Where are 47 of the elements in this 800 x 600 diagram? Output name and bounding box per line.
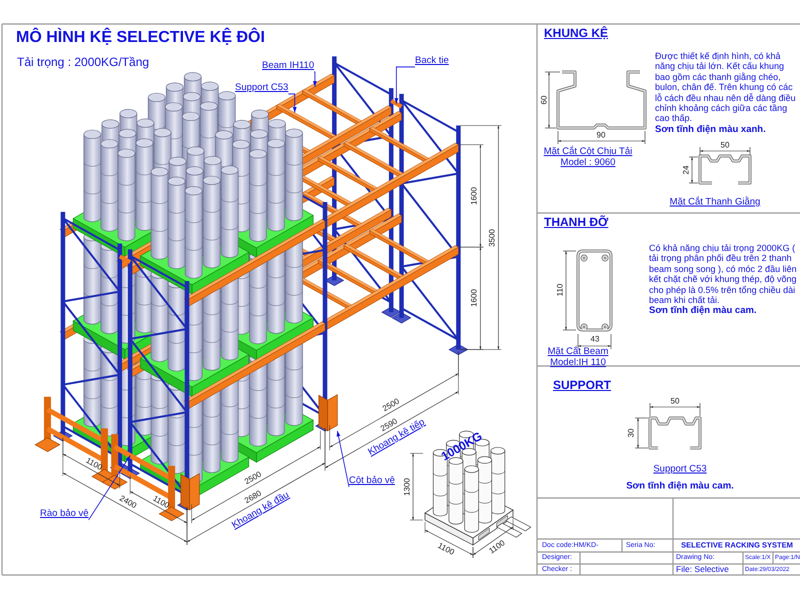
dimension-value: 1600 [470, 289, 479, 308]
callout-label: Back tie [415, 56, 449, 67]
title: MÔ HÌNH KỆ SELECTIVE KỆ ĐÔI [16, 29, 265, 48]
callout-label: Beam IH110 [262, 61, 314, 72]
dimension-value: 2500 [243, 470, 264, 487]
dimension-value: 50 [720, 140, 730, 150]
column-guard [318, 394, 338, 432]
profile-caption: Mặt Cắt Beam Model:IH 110 [546, 347, 610, 369]
description-text: Được thiết kế định hình, có khả năng chịu tải lớn. Kết cấu khung bao gồm các thanh giằng chéo, bulon, chân đế. Trên khung có các lỗ cách đều nhau nên dễ dàng điều chỉnh khoảng cách giữa các tầng cao thấp. [655, 51, 797, 124]
section-heading: KHUNG KỆ [544, 27, 608, 41]
paint-note: Sơn tĩnh điện màu cam. [649, 306, 757, 317]
dimension-value: 1100 [436, 540, 456, 557]
dimension-value: 3500 [488, 228, 497, 246]
dimension-value: 50 [670, 396, 680, 406]
dimension-value: 2400 [118, 494, 138, 511]
section-heading: SUPPORT [553, 379, 612, 393]
dimension-value: 2680 [243, 488, 263, 506]
title-block-text: File: Selective [676, 565, 729, 575]
description-text: Có khả năng chịu tải trọng 2000KG ( tải trọng phân phối đều trên 2 thanh beam song song ), có móc 2 đầu liên kết chặt chẽ với khung thép, độ võng cho phép là 0.5% trên tổng chiều dài beam khi chất tải. [649, 243, 798, 306]
leader-line [88, 455, 131, 520]
profile-caption: Support C53 [653, 464, 707, 476]
dimension-value: 2590 [378, 416, 399, 433]
dimension-value: 24 [681, 166, 691, 174]
dimension-value: 30 [626, 428, 636, 438]
dimension-value: 1100 [84, 456, 104, 473]
leader-line [394, 66, 416, 104]
dimension-value: 1100 [487, 538, 507, 556]
dimension-value: 90 [596, 130, 606, 140]
callout-label: Rào bảo vệ [40, 509, 89, 520]
dimension-value: 110 [555, 284, 565, 296]
leader-line [288, 94, 297, 114]
dimension-value: 2500 [381, 396, 402, 414]
profile-caption: Mặt Cắt Cột Chịu Tải Model : 9060 [542, 147, 634, 169]
dimension-value: 1100 [152, 494, 172, 510]
dimension-value: 1300 [402, 478, 412, 496]
dimension-value: 60 [539, 96, 549, 104]
profile-caption: Mặt Cắt Thanh Giằng [670, 198, 760, 208]
section-heading: THANH ĐỠ [544, 216, 608, 230]
leader-line [312, 72, 317, 88]
callout-label: Support C53 [235, 83, 288, 94]
paint-note: Sơn tĩnh điện màu xanh. [655, 125, 766, 136]
paint-note: Sơn tĩnh điện màu cam. [626, 482, 734, 492]
load-capacity-note: Tải trọng : 2000KG/Tầng [17, 56, 150, 70]
dimension-value: 43 [590, 334, 600, 344]
dimension-value: 1600 [470, 187, 479, 205]
leader-line [336, 430, 350, 488]
callout-label: Cột bảo vệ [349, 476, 395, 487]
